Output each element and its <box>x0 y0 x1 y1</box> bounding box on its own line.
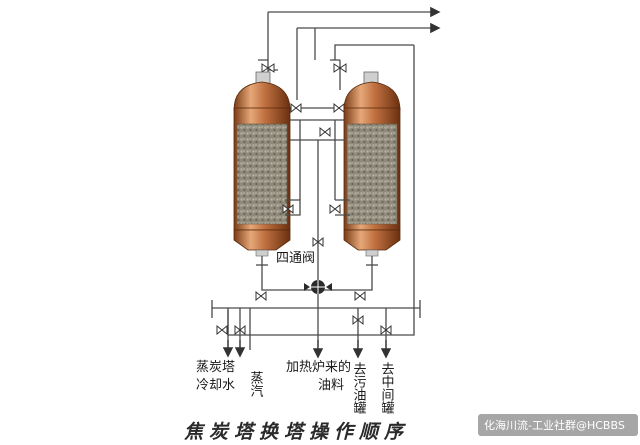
left-tower-coke-bed <box>236 123 288 225</box>
diagram-title: 焦炭塔换塔操作顺序 <box>184 421 409 441</box>
left-coke-tower <box>233 71 291 270</box>
outlet-steam-label: 蒸汽 <box>248 371 264 397</box>
bottom-header <box>211 294 421 352</box>
right-coke-tower <box>343 71 401 270</box>
outlet-slop-tank-label: 去污油罐 <box>351 362 367 414</box>
outlet-furnace-oil-line1: 加热炉来的 <box>286 359 351 375</box>
watermark: 化海川流-工业社群@HCBBS <box>484 418 625 432</box>
outlet-cooling-water-line1: 蒸炭塔 <box>196 360 235 375</box>
right-tower-coke-bed <box>346 123 398 225</box>
middle-valves <box>255 203 366 302</box>
four-way-valve <box>304 280 332 294</box>
outlet-furnace-oil-line2: 油料 <box>318 378 344 393</box>
outlet-arrows <box>222 340 392 359</box>
bottom-valves <box>216 314 392 336</box>
watermark-bg <box>478 414 638 436</box>
outlet-cooling-water-line2: 冷却水 <box>196 378 235 393</box>
four-way-valve-label: 四通阀 <box>276 251 315 266</box>
outlet-intermediate-tank-label: 去中间罐 <box>379 362 395 414</box>
